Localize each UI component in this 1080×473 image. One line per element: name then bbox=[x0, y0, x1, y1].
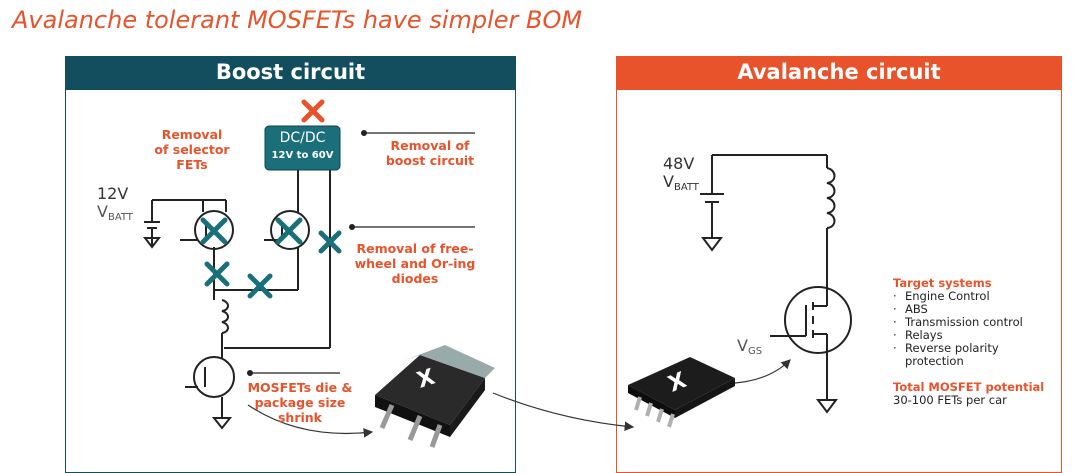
dcdc-box bbox=[264, 125, 341, 171]
lfpak-package-icon: X bbox=[628, 357, 735, 428]
svg-text:X: X bbox=[414, 365, 438, 394]
mosfet-potential-value: 30-100 FETs per car bbox=[893, 393, 1007, 407]
target-systems-title: Target systems bbox=[893, 276, 992, 290]
target-systems-list: Engine Control ABS Transmission control … bbox=[893, 290, 1073, 368]
boost-vbatt-v: V bbox=[97, 202, 108, 221]
removed-dcdc-cross-icon bbox=[301, 99, 325, 123]
mosfet-potential-title: Total MOSFET potential bbox=[893, 380, 1045, 394]
target-item: ABS bbox=[893, 303, 1073, 317]
target-item: Engine Control bbox=[893, 290, 1073, 304]
target-systems: Target systems Engine Control ABS Transm… bbox=[893, 277, 1073, 407]
dpak-package-icon: X bbox=[375, 345, 495, 448]
vgs-sub: GS bbox=[747, 346, 763, 357]
boost-voltage: 12V bbox=[97, 184, 129, 203]
label-mosfet-shrink: MOSFETs die & package size shrink bbox=[247, 380, 353, 425]
boost-panel-header: Boost circuit bbox=[65, 56, 516, 90]
avalanche-vbatt-sub: BATT bbox=[673, 182, 699, 193]
boost-vbatt-label: VBATT bbox=[97, 203, 133, 227]
avalanche-vbatt-v: V bbox=[663, 172, 674, 191]
dcdc-title: DC/DC bbox=[279, 130, 326, 146]
label-boost-circuit: Removal of boost circuit bbox=[385, 138, 475, 168]
target-item: Transmission control bbox=[893, 316, 1073, 330]
vgs-v: V bbox=[737, 336, 748, 355]
dcdc-range: 12V to 60V bbox=[271, 150, 334, 161]
label-selector-fets: Removal of selector FETs bbox=[154, 127, 230, 172]
avalanche-vbatt-label: VBATT bbox=[663, 173, 699, 197]
removed-diode3-cross-icon bbox=[247, 273, 273, 299]
removed-fet1-cross-icon bbox=[200, 217, 228, 245]
target-item: Reverse polarity protection bbox=[893, 342, 1073, 368]
boost-vbatt-sub: BATT bbox=[107, 212, 133, 223]
slide-title: Avalanche tolerant MOSFETs have simpler … bbox=[12, 6, 583, 34]
removed-fet2-cross-icon bbox=[275, 217, 303, 245]
avalanche-voltage: 48V bbox=[663, 154, 695, 173]
target-item: Relays bbox=[893, 329, 1073, 343]
avalanche-panel-header: Avalanche circuit bbox=[616, 56, 1062, 90]
label-freewheel-diodes: Removal of free- wheel and Or-ing diodes bbox=[354, 241, 476, 286]
removed-diode2-cross-icon bbox=[204, 261, 230, 287]
removed-diode1-cross-icon bbox=[318, 230, 342, 254]
vgs-label: VGS bbox=[737, 337, 762, 361]
